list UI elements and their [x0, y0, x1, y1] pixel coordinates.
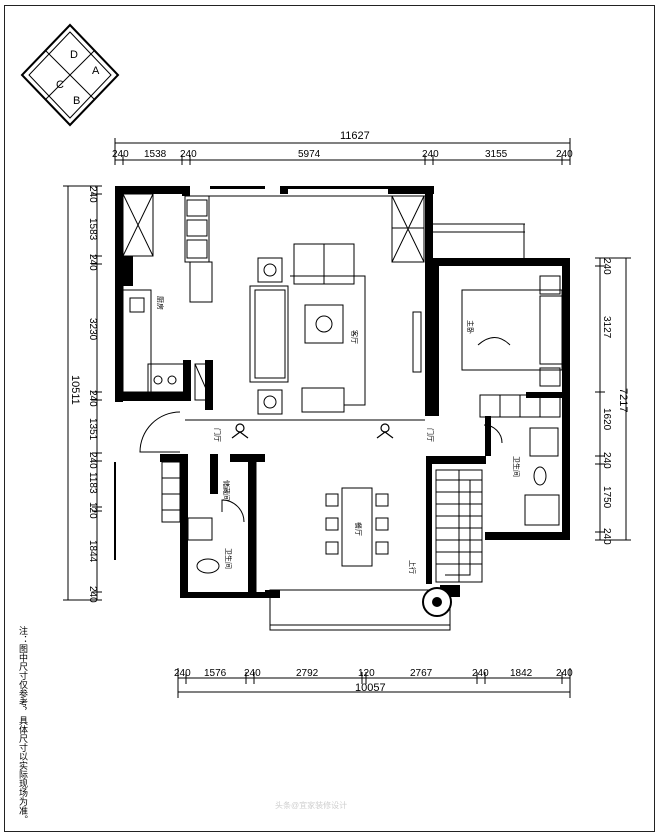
dim-bottom-4: 2792 [296, 668, 319, 679]
dim-top-total: 11627 [340, 130, 370, 142]
dim-top-1: 240 [112, 149, 129, 160]
dim-left-4: 3230 [87, 318, 98, 341]
dim-left-total: 10511 [69, 375, 81, 405]
room-label-dining: 餐厅 [354, 522, 363, 536]
dim-left-3: 240 [87, 254, 98, 271]
left-dimension-labels: 240 1583 240 3230 240 1351 240 1183 120 … [69, 186, 98, 603]
room-label-living: 客厅 [350, 330, 359, 344]
room-label-toilet: 卫生间 [224, 548, 233, 569]
dim-bottom-3: 240 [244, 668, 261, 679]
dim-bottom-total: 10057 [355, 682, 386, 694]
compass-letter-b: B [73, 95, 80, 107]
storage-wc-fixtures [161, 461, 257, 592]
footnote: 注：图中尺寸仅参考，具体尺寸以实际现场为准。 [18, 626, 28, 824]
staircase [435, 469, 483, 583]
dim-top-6: 3155 [485, 149, 508, 160]
living-furniture [249, 195, 425, 415]
dim-right-2: 3127 [601, 316, 612, 339]
dim-bottom-5: 120 [358, 668, 375, 679]
right-dimension-labels: 240 3127 1620 240 1750 240 7217 [601, 258, 629, 545]
compass-letter-c: C [56, 79, 64, 91]
dim-bottom-6: 2767 [410, 668, 433, 679]
doors [139, 411, 503, 523]
left-dimension-chain [63, 185, 102, 601]
dim-left-10: 1844 [87, 540, 98, 563]
watermark-text: 头条@宜家装修设计 [275, 801, 348, 810]
room-label-bedroom: 主卧 [466, 320, 475, 334]
page-border [4, 5, 655, 832]
dim-top-3: 240 [180, 149, 197, 160]
plant-icon [422, 587, 452, 617]
right-dimension-chain [595, 257, 631, 541]
dim-left-1: 240 [87, 186, 98, 203]
dim-right-6: 240 [601, 528, 612, 545]
compass-logo: A B C D [20, 23, 120, 127]
dim-left-8: 1183 [87, 472, 98, 494]
room-label-storage: 储藏间 [222, 480, 231, 501]
dim-left-6: 1351 [87, 418, 98, 441]
dim-right-3: 1620 [601, 408, 612, 431]
bottom-dimension-chain [177, 668, 571, 698]
dim-left-5: 240 [87, 390, 98, 407]
dim-bottom-2: 1576 [204, 668, 227, 679]
dim-right-1: 240 [601, 258, 612, 275]
dim-left-9: 120 [87, 502, 98, 519]
person-icons [231, 423, 394, 439]
dim-top-4: 5974 [298, 149, 321, 160]
dim-left-7: 240 [87, 452, 98, 469]
dim-bottom-8: 1842 [510, 668, 533, 679]
dim-bottom-1: 240 [174, 668, 191, 679]
room-label-entry-2: 门厅 [426, 428, 435, 442]
dim-right-5: 1750 [601, 486, 612, 509]
room-label-stairs-up: 上行 [408, 560, 417, 574]
dim-top-5: 240 [422, 149, 439, 160]
dim-bottom-7: 240 [472, 668, 489, 679]
dim-top-2: 1538 [144, 149, 167, 160]
room-label-kitchen: 厨房 [156, 296, 165, 310]
dim-right-total: 7217 [617, 388, 629, 412]
dim-right-4: 240 [601, 452, 612, 469]
compass-letter-a: A [92, 65, 100, 77]
dim-top-7: 240 [556, 149, 573, 160]
dim-left-2: 1583 [87, 218, 98, 241]
kitchen-cabinets [122, 193, 213, 401]
bedroom-furniture [461, 275, 563, 526]
compass-letter-d: D [70, 49, 78, 61]
top-dimension-chain [114, 138, 571, 165]
room-label-wc: 卫生间 [512, 456, 521, 477]
dim-left-11: 240 [87, 586, 98, 603]
room-label-entry: 门厅 [213, 428, 222, 442]
dining-furniture [325, 487, 389, 567]
dim-bottom-9: 240 [556, 668, 573, 679]
